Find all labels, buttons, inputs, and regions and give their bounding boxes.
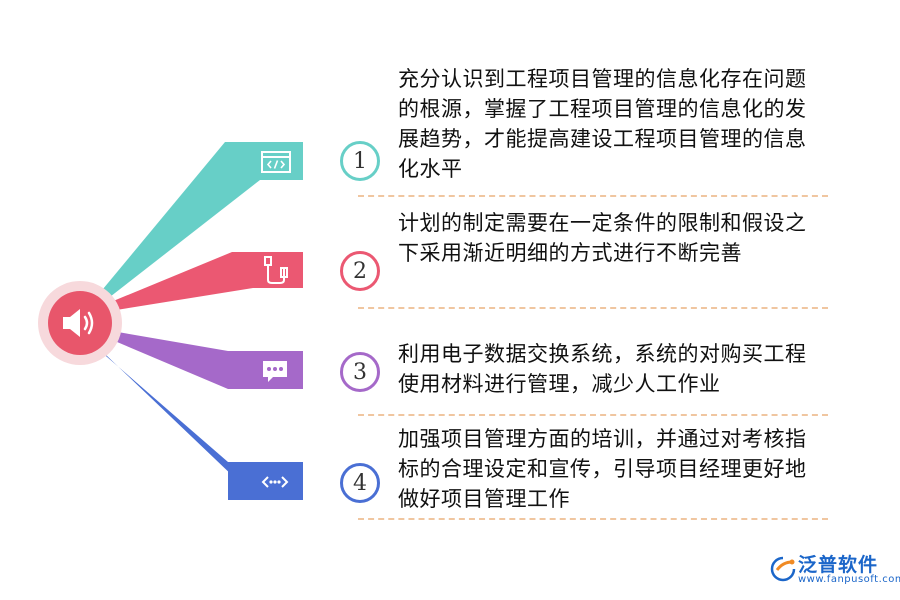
- usb-cable-icon: [259, 255, 293, 285]
- step-number-4: 4: [340, 463, 380, 503]
- divider-3: [358, 414, 828, 416]
- code-arrows-icon: [258, 467, 292, 497]
- brand-name: 泛普软件: [798, 554, 879, 576]
- speaker-icon: [63, 309, 94, 337]
- step-number-2: 2: [340, 251, 380, 291]
- brand-mark-icon: [770, 556, 796, 582]
- step-number-1: 1: [340, 141, 380, 181]
- brand-url: www.fanpusoft.com: [798, 574, 900, 585]
- hub-circle: [38, 281, 122, 365]
- chat-bubble-icon: [258, 357, 292, 387]
- step-number-3: 3: [340, 352, 380, 392]
- code-window-icon: [259, 147, 293, 177]
- divider-4: [358, 518, 828, 520]
- divider-1: [358, 195, 828, 197]
- ray-3: [110, 331, 228, 389]
- brand-logo: 泛普软件 www.fanpusoft.com: [770, 550, 900, 590]
- divider-2: [358, 307, 828, 309]
- item-text-4: 加强项目管理方面的培训，并通过对考核指标的合理设定和宣传，引导项目经理更好地做好…: [398, 427, 807, 511]
- ray-1: [98, 142, 260, 300]
- item-text-3: 利用电子数据交换系统，系统的对购买工程使用材料进行管理，减少人工作业: [398, 342, 807, 396]
- ray-2: [106, 252, 253, 311]
- item-text-1: 充分认识到工程项目管理的信息化存在问题的根源，掌握了工程项目管理的信息化的发展趋…: [398, 67, 807, 181]
- tab-4: [228, 462, 303, 500]
- hub-inner: [48, 291, 112, 355]
- item-text-2: 计划的制定需要在一定条件的限制和假设之下采用渐近明细的方式进行不断完善: [398, 211, 807, 265]
